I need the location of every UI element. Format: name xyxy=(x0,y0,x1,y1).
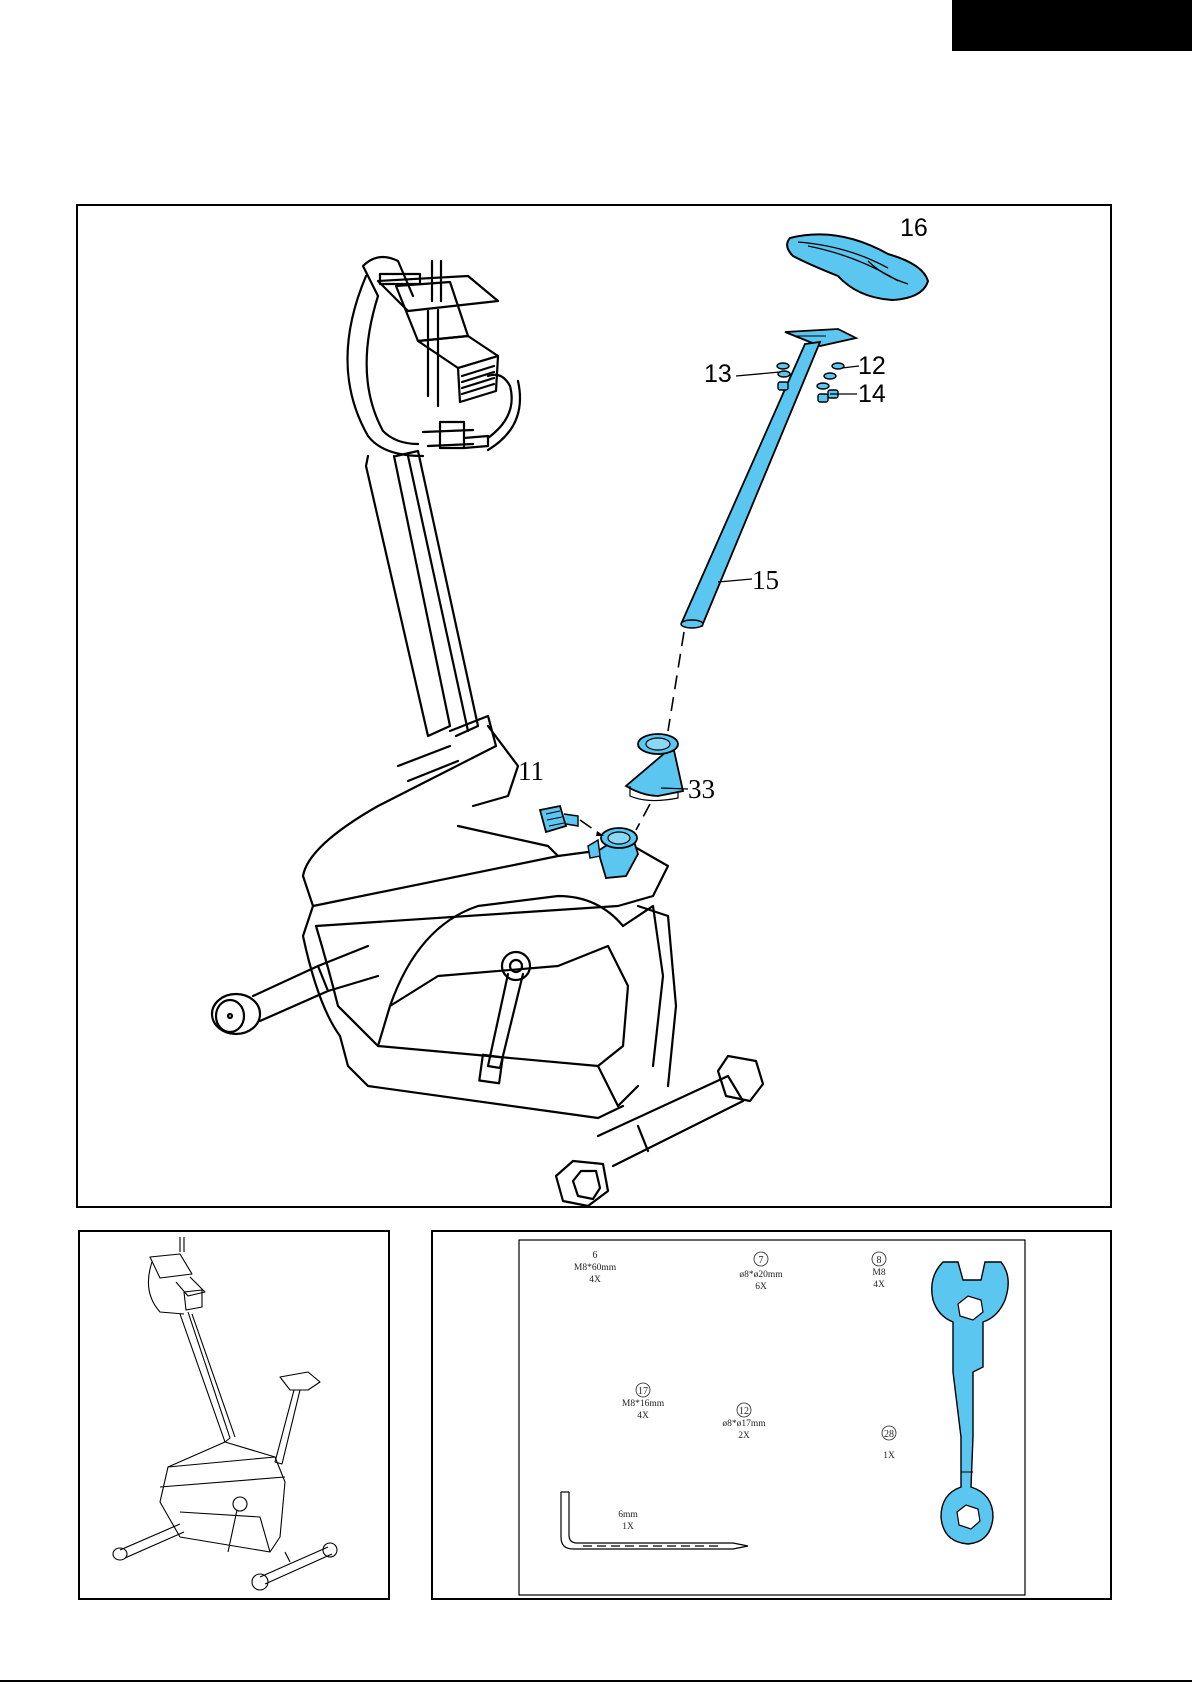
hardware-8-size: M8 xyxy=(872,1268,885,1278)
allen-key-icon xyxy=(561,1492,748,1549)
callout-15: 15 xyxy=(752,565,779,595)
hardware-list: 6 M8*60mm 4X 7 ø8*ø20mm 6X 8 M8 4X 17 M8… xyxy=(433,1232,1114,1602)
assembled-bike-drawing xyxy=(80,1232,392,1602)
callout-16: 16 xyxy=(900,214,928,242)
hardware-6-qty: 4X xyxy=(589,1275,601,1285)
hardware-12-qty: 2X xyxy=(738,1431,750,1441)
hardware-8-number: 8 xyxy=(877,1255,882,1266)
hardware-panel: 6 M8*60mm 4X 7 ø8*ø20mm 6X 8 M8 4X 17 M8… xyxy=(431,1230,1112,1600)
allen-key-qty: 1X xyxy=(622,1522,634,1532)
hardware-28-qty: 1X xyxy=(883,1451,895,1461)
hardware-6-number: 6 xyxy=(593,1250,598,1261)
knob-icon xyxy=(540,806,578,832)
callout-13: 13 xyxy=(704,360,732,388)
assembly-diagram-panel: 16 13 12 14 15 11 33 xyxy=(76,204,1112,1208)
hardware-7-number: 7 xyxy=(759,1255,764,1266)
callout-11: 11 xyxy=(518,756,544,786)
allen-key-size: 6mm xyxy=(618,1510,638,1520)
callout-12: 12 xyxy=(858,352,886,380)
hardware-28-number: 28 xyxy=(884,1429,894,1440)
callout-14: 14 xyxy=(858,380,886,408)
wrench-icon xyxy=(932,1262,1008,1544)
assembled-preview-panel xyxy=(78,1230,390,1600)
exercise-bike-drawing: 16 13 12 14 15 11 33 xyxy=(78,206,1114,1210)
bushing-icon xyxy=(626,734,683,801)
hardware-7-size: ø8*ø20mm xyxy=(739,1270,783,1280)
hardware-7-qty: 6X xyxy=(755,1282,767,1292)
hardware-17-qty: 4X xyxy=(637,1411,649,1421)
bottom-rule xyxy=(0,1680,1192,1682)
hardware-8-qty: 4X xyxy=(873,1280,885,1290)
corner-tab xyxy=(952,0,1192,51)
seat-icon xyxy=(787,234,928,300)
hardware-6-size: M8*60mm xyxy=(574,1263,617,1273)
hardware-12-size: ø8*ø17mm xyxy=(722,1419,766,1429)
hardware-17-size: M8*16mm xyxy=(622,1399,665,1409)
hardware-17-number: 17 xyxy=(638,1386,648,1397)
hardware-12-number: 12 xyxy=(739,1406,749,1417)
callout-33: 33 xyxy=(688,774,715,804)
